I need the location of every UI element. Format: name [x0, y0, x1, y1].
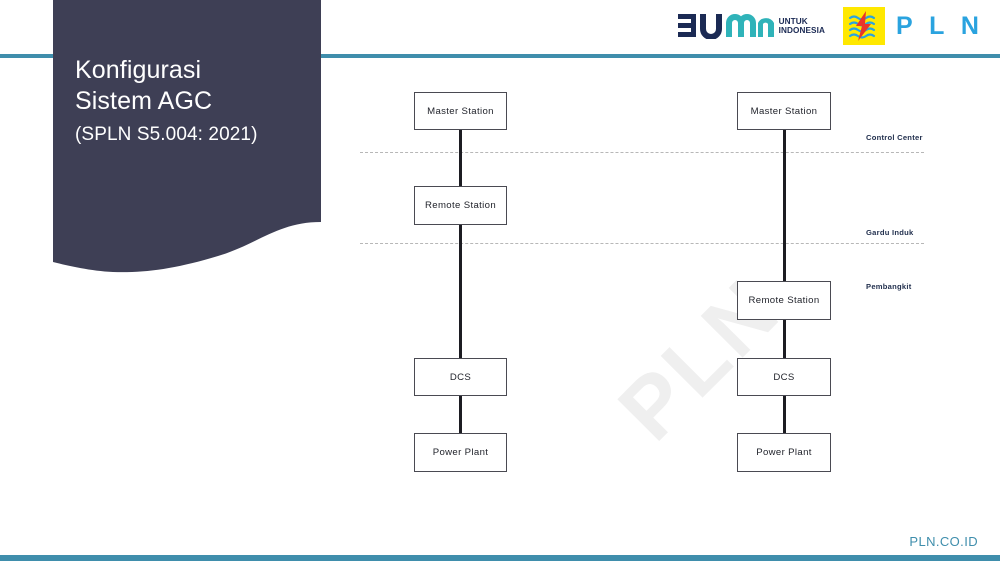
link-left-remote-to-dcs: [459, 225, 462, 358]
link-right-dcs-to-power-plant: [783, 396, 786, 433]
title-panel-shape: [53, 0, 321, 273]
node-left-power-plant: Power Plant: [414, 433, 507, 472]
pln-logo: P L N: [843, 7, 984, 45]
pln-lightning-mark-icon: [843, 7, 885, 45]
bumn-wordmark-icon: [677, 14, 774, 39]
node-left-remote-station: Remote Station: [414, 186, 507, 225]
node-left-master-station: Master Station: [414, 92, 507, 130]
bumn-logo: UNTUK INDONESIA: [677, 13, 825, 39]
zone-label-pembangkit: Pembangkit: [866, 282, 912, 291]
node-left-dcs: DCS: [414, 358, 507, 396]
node-right-dcs: DCS: [737, 358, 831, 396]
node-right-power-plant: Power Plant: [737, 433, 831, 472]
bottom-accent-rule: [0, 555, 1000, 561]
zone-divider-control-center: [360, 152, 924, 153]
title-panel: Konfigurasi Sistem AGC (SPLN S5.004: 202…: [53, 0, 321, 275]
link-right-master-to-remote: [783, 130, 786, 281]
bumn-tagline-line1: UNTUK: [778, 17, 808, 26]
zone-label-control-center: Control Center: [866, 133, 923, 142]
link-left-dcs-to-power-plant: [459, 396, 462, 433]
node-right-master-station: Master Station: [737, 92, 831, 130]
bumn-tagline-line2: INDONESIA: [778, 26, 825, 35]
title-subtitle: (SPLN S5.004: 2021): [75, 124, 258, 145]
title-text-block: Konfigurasi Sistem AGC (SPLN S5.004: 202…: [75, 55, 315, 150]
link-right-remote-to-dcs: [783, 320, 786, 358]
bumn-tagline: UNTUK INDONESIA: [779, 17, 825, 35]
title-line-1: Konfigurasi: [75, 56, 202, 84]
footer-url: PLN.CO.ID: [909, 534, 978, 549]
zone-label-gardu-induk: Gardu Induk: [866, 228, 914, 237]
link-left-master-to-remote: [459, 130, 462, 186]
logo-group: UNTUK INDONESIA P L N: [677, 6, 984, 46]
pln-mark-svg: [848, 11, 876, 41]
zone-divider-gardu-induk: [360, 243, 924, 244]
node-right-remote-station: Remote Station: [737, 281, 831, 320]
title-line-2: Sistem AGC: [75, 87, 213, 115]
top-accent-rule: [0, 54, 1000, 58]
pln-wordmark: P L N: [896, 11, 984, 40]
